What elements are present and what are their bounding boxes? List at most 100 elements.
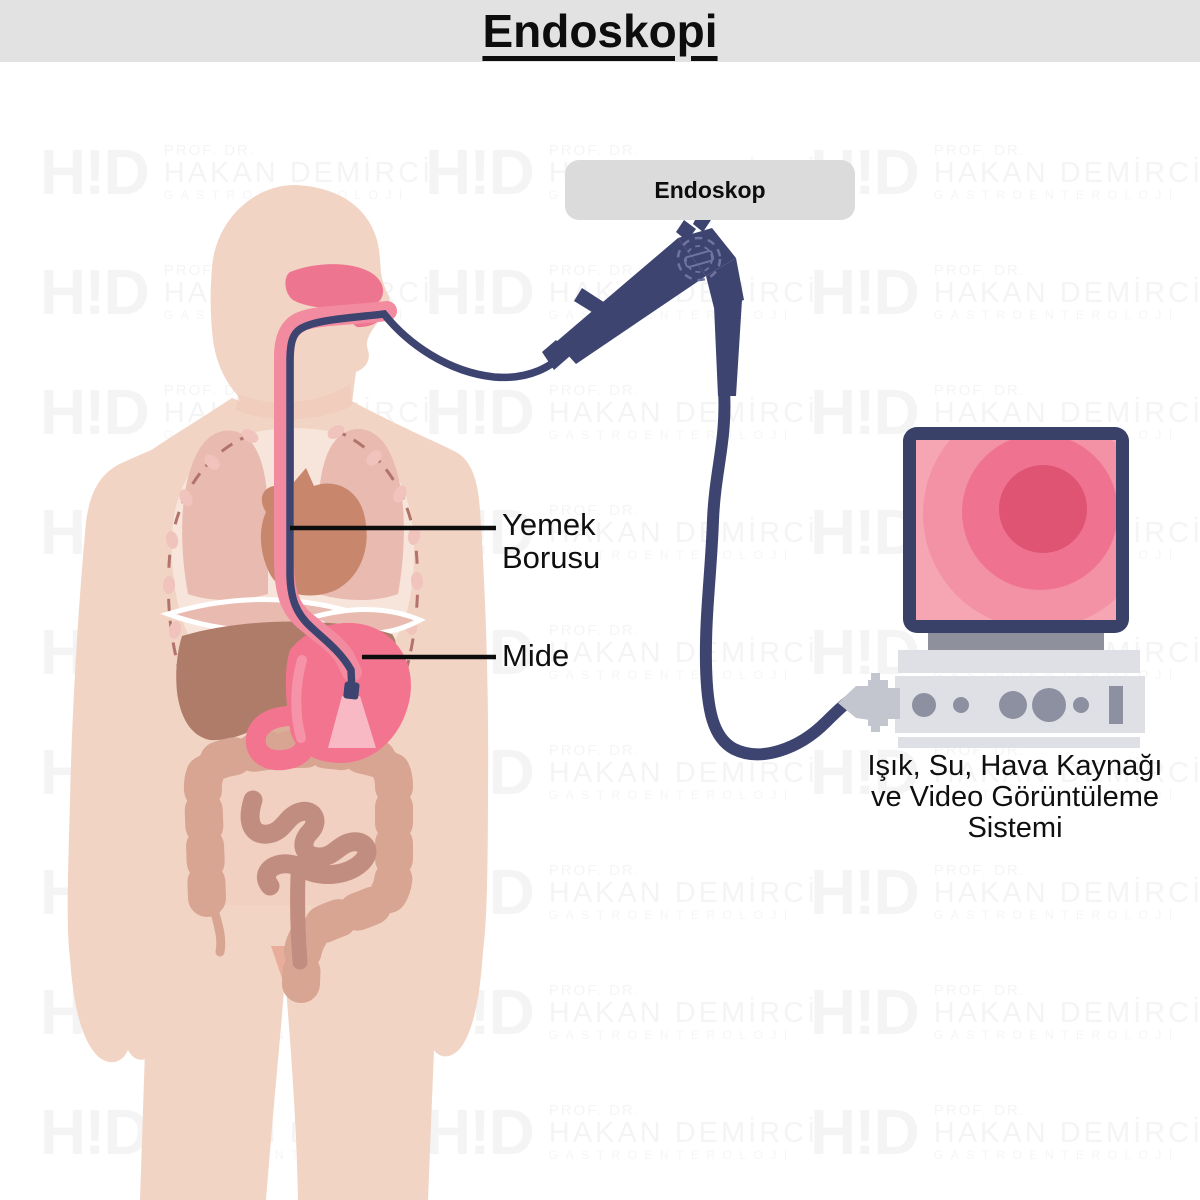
umbilical-cable: [699, 384, 855, 761]
watermark-line1: PROF. DR.: [934, 1102, 1200, 1119]
watermark: H!DPROF. DR.HAKAN DEMİRCİGASTROENTEROLOJ…: [40, 126, 430, 218]
stomach-highlight: [291, 655, 307, 743]
esophagus-label-line2: Borusu: [502, 540, 601, 575]
watermark-line2: HAKAN DEMİRCİ: [549, 638, 818, 669]
watermark: H!D PROF. DR.HAKAN DEMİRCİGASTROENTEROLOJ…: [810, 246, 1200, 338]
watermark-line3: GASTROENTEROLOJİ: [549, 669, 818, 682]
watermark-line3: GASTROENTEROLOJİ: [549, 1149, 818, 1162]
watermark-line2: HAKAN DEMİRCİ: [549, 878, 818, 909]
esophagus-label-line1: Yemek: [502, 507, 596, 542]
endoscope: [286, 212, 855, 761]
handle-tip-cap: [542, 340, 570, 370]
watermark-line2: HAKAN DEMİRCİ: [549, 758, 818, 789]
neck-shadow: [236, 384, 352, 420]
small-intestine: [240, 790, 377, 896]
endoscope-label: Endoskop: [654, 176, 766, 203]
watermark: H!DPROF. DR.HAKAN DEMİRCİGASTROENTEROLOJ…: [810, 846, 1200, 938]
watermark-line3: GASTROENTEROLOJİ: [934, 909, 1200, 922]
watermark: H!D PROF. DR.HAKAN DEMİRCİGASTROENTEROLOJ…: [425, 1086, 815, 1178]
right-arm: [340, 400, 489, 1057]
watermark-line2: HAKAN DEMİRCİ: [164, 158, 433, 189]
watermark-line1: PROF. DR.: [549, 622, 818, 639]
watermark: H!DPROF. DR.HAKAN DEMİRCİGASTROENTEROLOJ…: [810, 126, 1200, 218]
watermark-line3: GASTROENTEROLOJİ: [549, 789, 818, 802]
watermark-logo: H!D: [425, 255, 535, 329]
handle-body: [556, 238, 706, 364]
umbilical-neck: [706, 258, 744, 308]
watermark-logo: H!D: [425, 375, 535, 449]
watermark-line1: PROF. DR.: [549, 1102, 818, 1119]
watermark-line2: HAKAN DEMİRCİ: [549, 518, 818, 549]
mouth-cavity: [285, 264, 384, 309]
watermark-line2: HAKAN DEMİRCİ: [549, 998, 818, 1029]
left-lung: [182, 430, 268, 600]
biopsy-port: [574, 288, 616, 322]
control-wheel-outer: [676, 236, 722, 282]
endoscopic-view: [923, 440, 1116, 620]
watermark-line1: PROF. DR.: [549, 502, 818, 519]
watermark-logo: H!D: [810, 255, 920, 329]
control-switch: [683, 250, 715, 268]
watermark-line2: HAKAN DEMİRCİ: [934, 398, 1200, 429]
watermark-line2: HAKAN DEMİRCİ: [549, 398, 818, 429]
pointer-lines: [290, 525, 496, 660]
watermark-line2: HAKAN DEMİRCİ: [549, 1118, 818, 1149]
watermark-logo: H!D: [425, 1095, 535, 1169]
endoscope-cable: [286, 310, 570, 696]
video-system-label-line2: ve Video Görüntüleme: [870, 781, 1160, 813]
watermark-line3: GASTROENTEROLOJİ: [934, 309, 1200, 322]
watermark-line1: PROF. DR.: [549, 862, 818, 879]
watermark-line1: PROF. DR.: [934, 982, 1200, 999]
rectum: [290, 868, 308, 970]
watermark-line1: PROF. DR.: [934, 382, 1200, 399]
stomach-label: Mide: [502, 638, 570, 673]
watermark-line1: PROF. DR.: [934, 262, 1200, 279]
watermark-logo: H!D: [810, 855, 920, 929]
watermark-line1: PROF. DR.: [164, 142, 433, 159]
processor-top: [898, 650, 1140, 673]
watermark-line3: GASTROENTEROLOJİ: [549, 549, 818, 562]
watermark-line3: GASTROENTEROLOJİ: [549, 1029, 818, 1042]
processor-bottom: [898, 737, 1140, 748]
watermark-line1: PROF. DR.: [549, 262, 818, 279]
endoscope-label-box: Endoskop: [565, 160, 855, 220]
watermark-line1: PROF. DR.: [549, 742, 818, 759]
watermark: H!D PROF. DR.HAKAN DEMİRCİGASTROENTEROLOJ…: [810, 966, 1200, 1058]
left-ribs: [166, 432, 253, 693]
video-system-label-line1: Işık, Su, Hava Kaynağı: [867, 750, 1163, 782]
watermark-line1: PROF. DR.: [549, 142, 818, 159]
left-arm: [67, 405, 248, 1063]
handle-knob-1: [676, 220, 696, 241]
scope-light-beam: [328, 696, 376, 748]
watermark-line2: HAKAN DEMİRCİ: [934, 158, 1200, 189]
large-intestine: [187, 733, 409, 999]
watermark-logo: H!D: [810, 375, 920, 449]
page-title: Endoskopi: [482, 5, 718, 57]
video-system-label-line3: Sistemi: [967, 812, 1063, 844]
watermark-line2: HAKAN DEMİRCİ: [934, 998, 1200, 1029]
watermark-line3: GASTROENTEROLOJİ: [934, 789, 1200, 802]
watermark: H!D PROF. DR.HAKAN DEMİRCİGASTROENTEROLOJ…: [810, 1086, 1200, 1178]
watermark-line2: HAKAN DEMİRCİ: [934, 278, 1200, 309]
watermark-logo: H!D: [425, 135, 535, 209]
watermark-logo: H!D: [40, 255, 150, 329]
watermark-logo: H!D: [810, 975, 920, 1049]
watermark-line2: HAKAN DEMİRCİ: [934, 878, 1200, 909]
watermark-line1: PROF. DR.: [549, 382, 818, 399]
video-system-label: Işık, Su, Hava Kaynağı ve Video Görüntül…: [828, 751, 1200, 844]
video-system: [838, 427, 1145, 748]
watermark-line3: GASTROENTEROLOJİ: [934, 1029, 1200, 1042]
watermark-line2: HAKAN DEMİRCİ: [934, 1118, 1200, 1149]
processor-buttons: [912, 686, 1123, 724]
esophagus-label: Yemek Borusu: [502, 508, 600, 574]
watermark-line3: GASTROENTEROLOJİ: [934, 1149, 1200, 1162]
watermark-line2: HAKAN DEMİRCİ: [934, 758, 1200, 789]
watermark-line3: GASTROENTEROLOJİ: [549, 909, 818, 922]
watermark-logo: H!D: [810, 1095, 920, 1169]
watermark-line1: PROF. DR.: [934, 142, 1200, 159]
watermark-line3: GASTROENTEROLOJİ: [934, 189, 1200, 202]
umbilical-tube: [714, 300, 742, 396]
cable-connector: [838, 673, 900, 732]
